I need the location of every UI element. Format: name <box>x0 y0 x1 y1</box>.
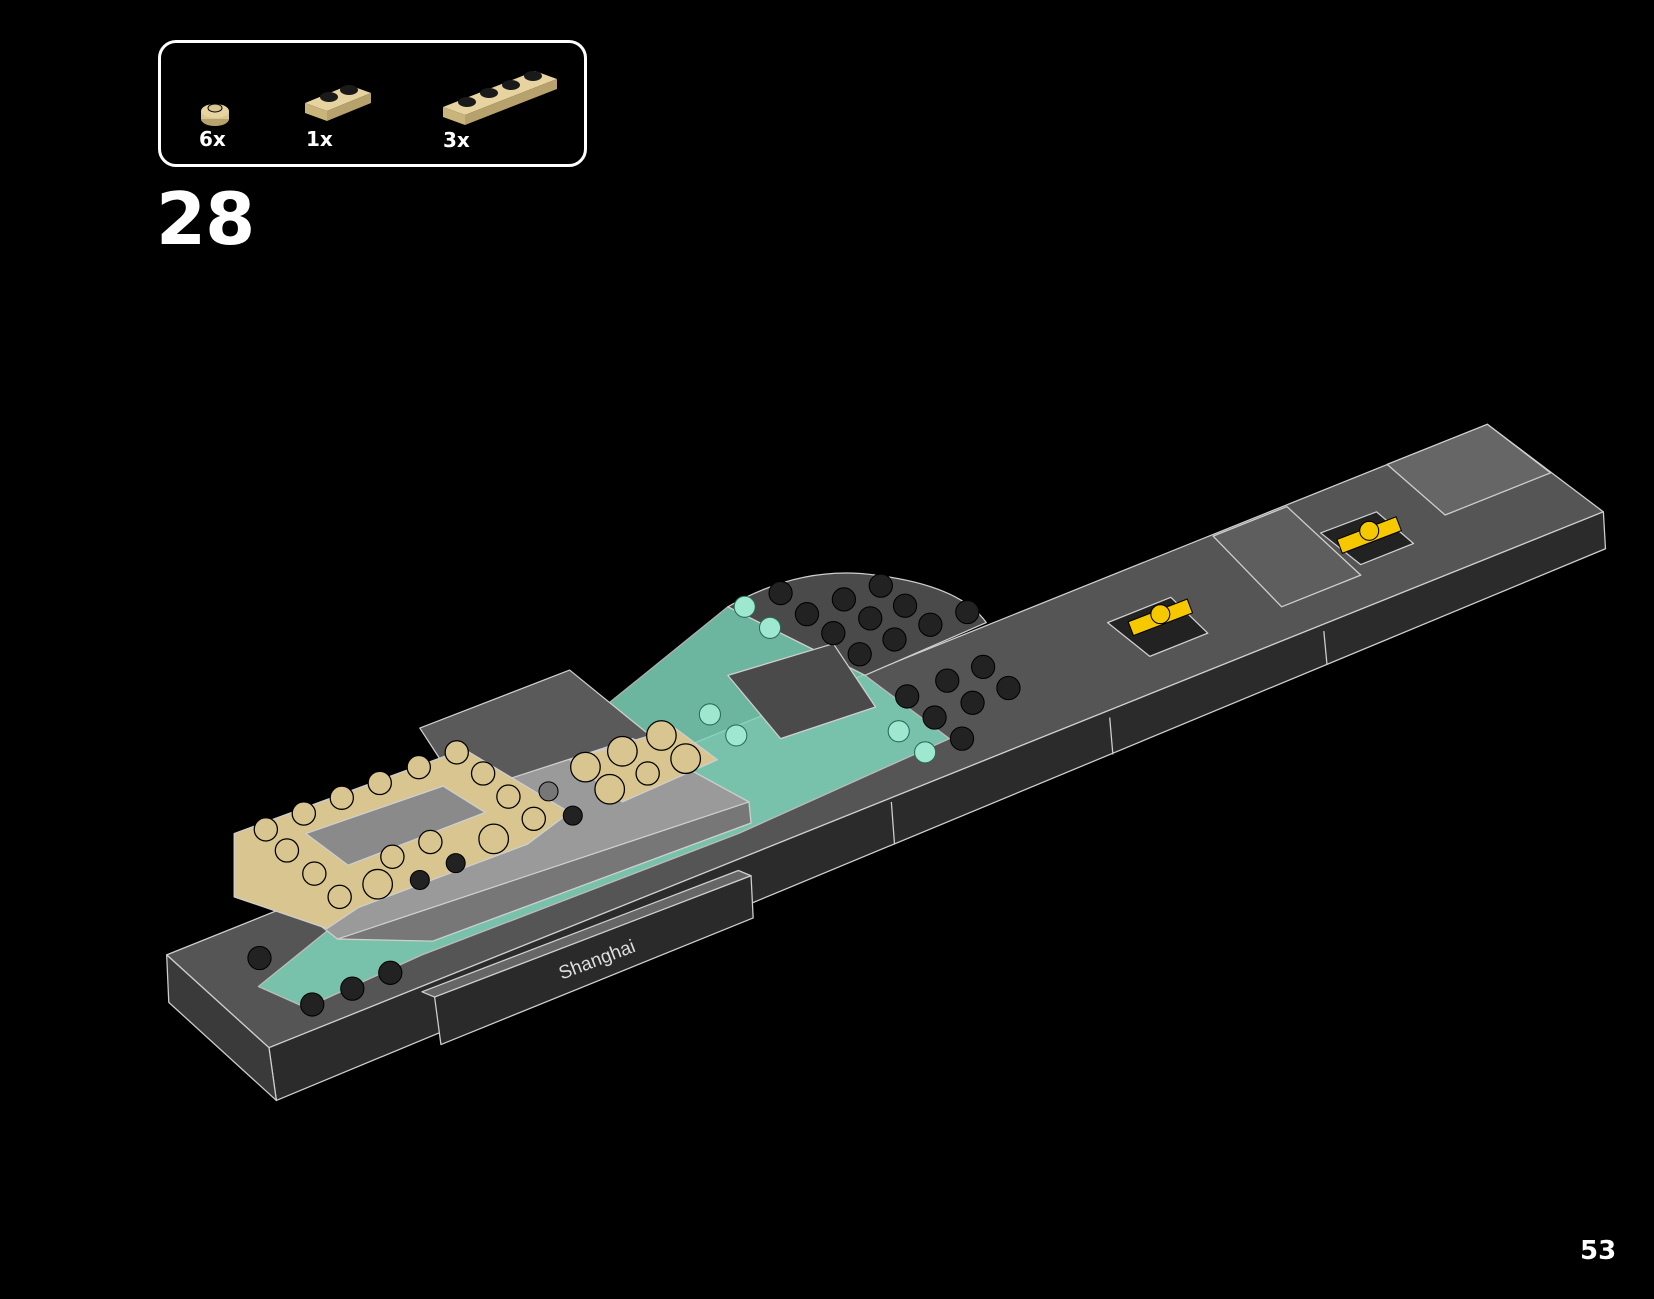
round-plate-1x1-icon <box>201 103 229 126</box>
part-quantity: 3x <box>443 128 470 152</box>
part-quantity: 6x <box>199 127 226 151</box>
step-number: 28 <box>156 177 255 261</box>
page-number: 53 <box>1580 1236 1617 1266</box>
part-quantity: 1x <box>306 127 333 151</box>
base-left <box>166 954 278 1102</box>
plate-1x4-icon <box>443 71 557 125</box>
plate-1x2-icon <box>305 85 371 121</box>
parts-callout-box: 6x 1x 3x <box>158 40 587 167</box>
nameplate-front <box>433 875 754 1046</box>
